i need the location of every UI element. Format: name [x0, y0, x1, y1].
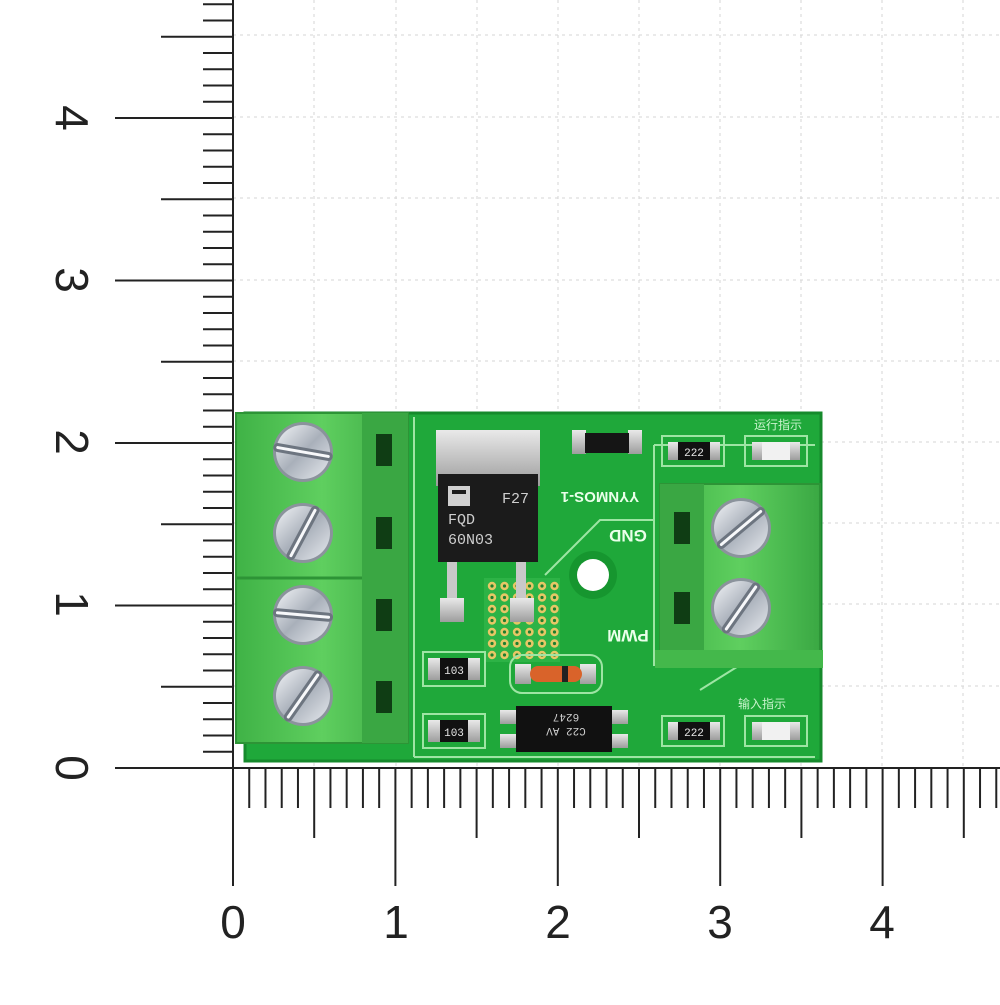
screw-slot-highlight	[275, 611, 331, 619]
mosfet-code: F27	[502, 491, 529, 508]
proto-pad-hole	[552, 641, 557, 646]
proto-pad-hole	[490, 595, 494, 600]
v-label-4: 4	[46, 105, 98, 131]
terminal-wire-slot	[376, 599, 392, 631]
screw-slot-highlight	[286, 673, 320, 719]
smd-diode-top	[585, 433, 629, 453]
proto-pad-hole	[490, 630, 494, 634]
horizontal-ruler	[232, 767, 1000, 886]
optocoupler-marking: C22 AV6247	[546, 710, 586, 736]
vertical-ruler-labels: 4 3 2 1 0	[46, 105, 98, 781]
terminal-wire-slot	[674, 512, 690, 544]
resistor-bottom-value: 222	[684, 728, 704, 740]
proto-pad-hole	[502, 607, 507, 611]
proto-pad-hole	[502, 595, 507, 600]
smd-diode-top-pad-r	[628, 430, 642, 454]
proto-pad-hole	[552, 595, 557, 600]
terminal-block-left	[235, 412, 409, 744]
mosfet-leg-source	[516, 562, 526, 600]
led-label-top: 运行指示	[754, 417, 802, 432]
proto-pad-hole	[490, 641, 494, 646]
proto-pad-hole	[490, 607, 494, 611]
resistor-left-bottom: 103	[422, 713, 486, 749]
led-bottom	[744, 715, 808, 747]
proto-pad-hole	[490, 653, 494, 657]
resistor-left-top-value: 103	[444, 666, 464, 678]
proto-pad-hole	[540, 584, 544, 588]
proto-pad-hole	[540, 630, 544, 634]
board-title: YYNMOS-1	[561, 488, 639, 505]
horizontal-ruler-labels: 0 1 2 3 4	[220, 896, 895, 948]
terminal-wire-slot	[376, 517, 392, 549]
proto-pad-hole	[515, 641, 519, 646]
proto-pad-hole	[490, 618, 494, 623]
proto-pad-hole	[515, 630, 519, 634]
screw-slot-highlight	[276, 446, 330, 458]
screw-slot-highlight	[724, 585, 758, 631]
proto-pad-hole	[552, 630, 557, 634]
vertical-ruler	[115, 0, 234, 769]
label-gnd: GND	[609, 526, 647, 545]
label-pwm: PWM	[607, 626, 649, 645]
diode-glass	[509, 654, 603, 694]
proto-pad-hole	[527, 584, 532, 588]
h-label-3: 3	[707, 896, 733, 948]
led-label-bottom: 输入指示	[738, 696, 786, 711]
silkscreen-diagonal	[544, 519, 741, 691]
h-label-0: 0	[220, 896, 246, 948]
terminal-wire-slot	[376, 434, 392, 466]
resistor-bottom: 222	[661, 715, 725, 747]
proto-pad-hole	[540, 595, 544, 600]
v-label-2: 2	[46, 429, 98, 455]
mosfet-part-line2: 60N03	[448, 532, 493, 549]
led-top	[744, 435, 808, 467]
mosfet-module: F27 FQD 60N03 222 运行指示 YYNMOS-1 GND	[235, 411, 823, 763]
v-label-0: 0	[46, 755, 98, 781]
v-label-3: 3	[46, 267, 98, 293]
h-label-2: 2	[545, 896, 571, 948]
h-label-1: 1	[383, 896, 409, 948]
terminal-wire-slot	[376, 681, 392, 713]
proto-pad-hole	[540, 607, 544, 611]
proto-pad-hole	[502, 630, 507, 634]
proto-pad-hole	[552, 618, 557, 623]
proto-pad-hole	[502, 653, 507, 657]
mosfet-leg-pad-right	[510, 598, 534, 622]
proto-pad-hole	[502, 618, 507, 623]
resistor-top: 222	[661, 435, 725, 467]
proto-pad-hole	[502, 584, 507, 588]
resistor-top-value: 222	[684, 448, 704, 460]
mosfet-leg-pad-left	[440, 598, 464, 622]
terminal-block-right	[655, 483, 823, 668]
mosfet-logo-icon	[448, 486, 470, 506]
screw-slot-highlight	[719, 510, 763, 546]
proto-pad-hole	[540, 641, 544, 646]
optocoupler: C22 AV6247	[500, 706, 628, 752]
terminal-wire-slot	[674, 592, 690, 624]
mosfet-leg-gate	[447, 562, 457, 600]
proto-pad-hole	[527, 630, 532, 634]
resistor-left-top: 103	[422, 651, 486, 687]
smd-diode-top-pad-l	[572, 430, 586, 454]
proto-pad-hole	[552, 607, 557, 611]
proto-pad-hole	[552, 584, 557, 588]
screw-slot-highlight	[289, 508, 317, 558]
h-label-4: 4	[869, 896, 895, 948]
proto-pad-hole	[527, 641, 532, 646]
v-label-1: 1	[46, 591, 98, 617]
mosfet-part-line1: FQD	[448, 512, 475, 529]
proto-pad-hole	[502, 641, 507, 646]
mounting-hole-inner	[577, 559, 609, 591]
proto-pad-hole	[490, 584, 494, 588]
silkscreen-outline	[413, 417, 815, 758]
proto-pad-hole	[540, 618, 544, 623]
resistor-left-bottom-value: 103	[444, 728, 464, 740]
